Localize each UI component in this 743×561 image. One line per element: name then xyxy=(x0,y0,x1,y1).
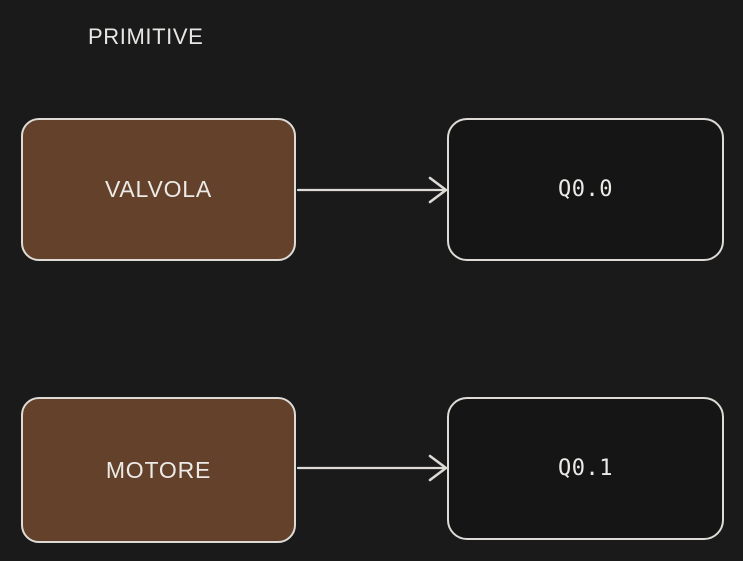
edge-valvola-to-q00 xyxy=(296,176,448,204)
node-motore[interactable]: MOTORE xyxy=(21,397,296,543)
edge-motore-to-q01 xyxy=(296,454,448,482)
arrowhead-icon xyxy=(428,176,448,204)
node-label: VALVOLA xyxy=(104,176,213,202)
node-label: MOTORE xyxy=(105,456,212,483)
arrowhead-icon xyxy=(428,454,448,482)
page-title: PRIMITIVE xyxy=(88,24,204,49)
node-q00[interactable]: Q0.0 xyxy=(447,118,724,261)
node-valvola[interactable]: VALVOLA xyxy=(21,118,296,261)
node-q01[interactable]: Q0.1 xyxy=(447,397,724,540)
node-label: Q0.0 xyxy=(558,177,613,202)
node-label: Q0.1 xyxy=(558,456,613,481)
